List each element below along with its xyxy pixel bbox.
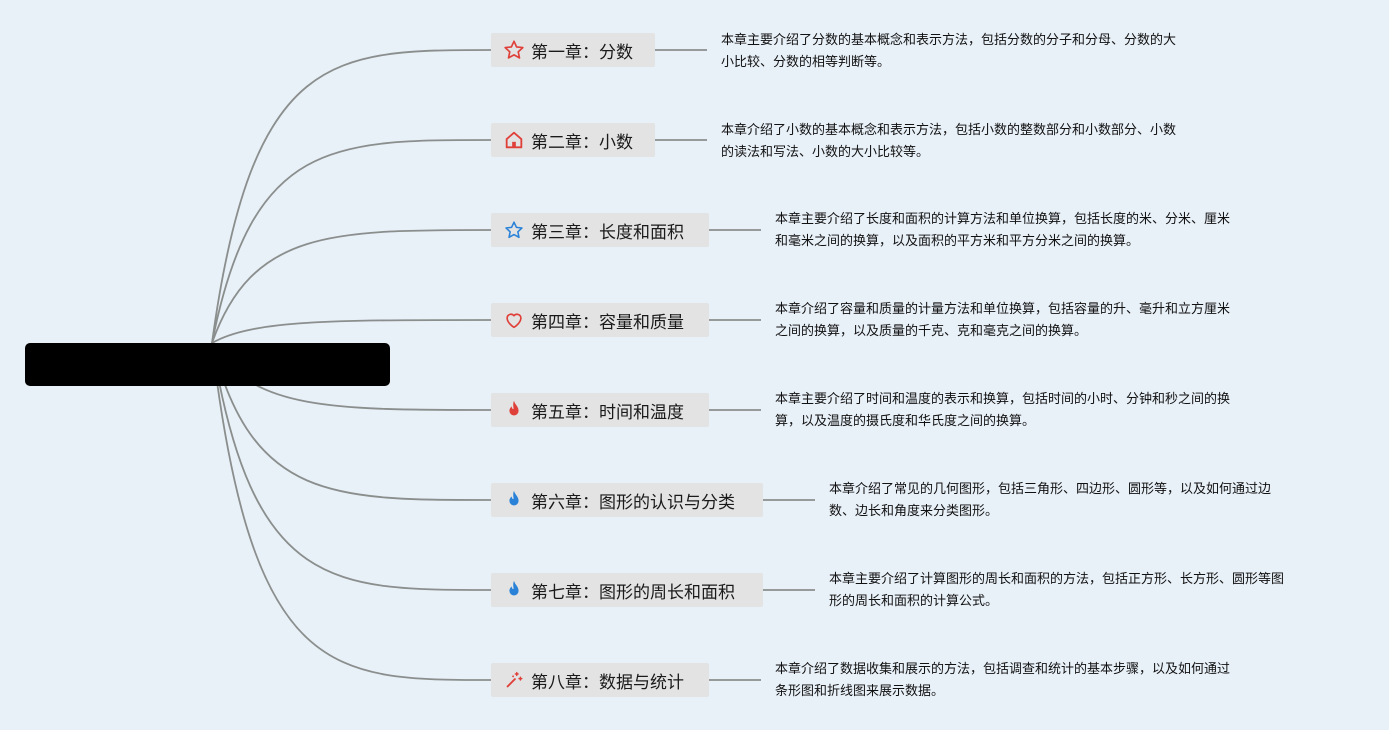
description-line: 本章介绍了小数的基本概念和表示方法，包括小数的整数部分和小数部分、小数: [721, 123, 1177, 138]
branch-line: [211, 342, 492, 501]
description-line: 数、边长和角度来分类图形。: [829, 504, 999, 519]
branch-line: [211, 342, 492, 681]
chapter-description: 本章介绍了数据收集和展示的方法，包括调查和统计的基本步骤，以及如何通过条形图和折…: [775, 659, 1230, 703]
chapter-node[interactable]: 第四章：容量和质量: [491, 303, 709, 337]
chapter-title: 第八章：数据与统计: [531, 672, 684, 693]
description-line: 的读法和写法、小数的大小比较等。: [721, 145, 930, 160]
description-line: 算，以及温度的摄氏度和华氏度之间的换算。: [775, 414, 1036, 429]
chapter-title: 第四章：容量和质量: [531, 312, 684, 333]
branch-line: [211, 342, 492, 591]
chapter-description: 本章介绍了小数的基本概念和表示方法，包括小数的整数部分和小数部分、小数的读法和写…: [721, 120, 1176, 164]
description-line: 小比较、分数的相等判断等。: [721, 55, 891, 70]
chapter-title: 第六章：图形的认识与分类: [531, 492, 735, 513]
branch-line: [211, 139, 492, 344]
chapter-title: 第三章：长度和面积: [531, 222, 684, 243]
chapter-description: 本章介绍了容量和质量的计量方法和单位换算，包括容量的升、毫升和立方厘米之间的换算…: [775, 299, 1230, 343]
heart-outline-red-icon: [503, 309, 525, 331]
chapter-title: 第五章：时间和温度: [531, 402, 684, 423]
description-line: 本章介绍了数据收集和展示的方法，包括调查和统计的基本步骤，以及如何通过: [775, 662, 1231, 677]
description-line: 之间的换算，以及质量的千克、克和毫克之间的换算。: [775, 324, 1088, 339]
chapter-title: 第二章：小数: [531, 132, 633, 153]
star-outline-blue-icon: [503, 219, 525, 241]
chapter-description: 本章主要介绍了时间和温度的表示和换算，包括时间的小时、分钟和秒之间的换算，以及温…: [775, 389, 1230, 433]
chapter-description: 本章主要介绍了分数的基本概念和表示方法，包括分数的分子和分母、分数的大小比较、分…: [721, 30, 1176, 74]
description-line: 本章介绍了常见的几何图形，包括三角形、四边形、圆形等，以及如何通过边: [829, 482, 1272, 497]
chapter-node[interactable]: 第八章：数据与统计: [491, 663, 709, 697]
description-line: 本章介绍了容量和质量的计量方法和单位换算，包括容量的升、毫升和立方厘米: [775, 302, 1231, 317]
flame-red-icon: [503, 399, 525, 421]
chapter-title: 第七章：图形的周长和面积: [531, 582, 735, 603]
sparkle-wand-icon: [503, 669, 525, 691]
branch-line: [211, 319, 492, 344]
flame-blue-icon: [503, 579, 525, 601]
star-outline-red-icon: [503, 39, 525, 61]
chapter-title: 第一章：分数: [531, 42, 633, 63]
house-red-icon: [503, 129, 525, 151]
description-line: 本章主要介绍了分数的基本概念和表示方法，包括分数的分子和分母、分数的大: [721, 33, 1177, 48]
chapter-node[interactable]: 第二章：小数: [491, 123, 655, 157]
chapter-node[interactable]: 第六章：图形的认识与分类: [491, 483, 763, 517]
description-line: 本章主要介绍了长度和面积的计算方法和单位换算，包括长度的米、分米、厘米: [775, 212, 1231, 227]
branch-line: [211, 49, 492, 344]
chapter-node[interactable]: 第一章：分数: [491, 33, 655, 67]
branch-line: [211, 229, 492, 344]
chapter-node[interactable]: 第七章：图形的周长和面积: [491, 573, 763, 607]
description-line: 和毫米之间的换算，以及面积的平方米和平方分米之间的换算。: [775, 234, 1140, 249]
chapter-description: 本章主要介绍了长度和面积的计算方法和单位换算，包括长度的米、分米、厘米和毫米之间…: [775, 209, 1230, 253]
description-line: 形的周长和面积的计算公式。: [829, 594, 999, 609]
description-line: 条形图和折线图来展示数据。: [775, 684, 945, 699]
chapter-description: 本章主要介绍了计算图形的周长和面积的方法，包括正方形、长方形、圆形等图形的周长和…: [829, 569, 1284, 613]
description-line: 本章主要介绍了计算图形的周长和面积的方法，包括正方形、长方形、圆形等图: [829, 572, 1285, 587]
chapter-node[interactable]: 第五章：时间和温度: [491, 393, 709, 427]
root-node[interactable]: [25, 343, 390, 386]
flame-blue-icon: [503, 489, 525, 511]
chapter-description: 本章介绍了常见的几何图形，包括三角形、四边形、圆形等，以及如何通过边数、边长和角…: [829, 479, 1271, 523]
description-line: 本章主要介绍了时间和温度的表示和换算，包括时间的小时、分钟和秒之间的换: [775, 392, 1231, 407]
chapter-node[interactable]: 第三章：长度和面积: [491, 213, 709, 247]
